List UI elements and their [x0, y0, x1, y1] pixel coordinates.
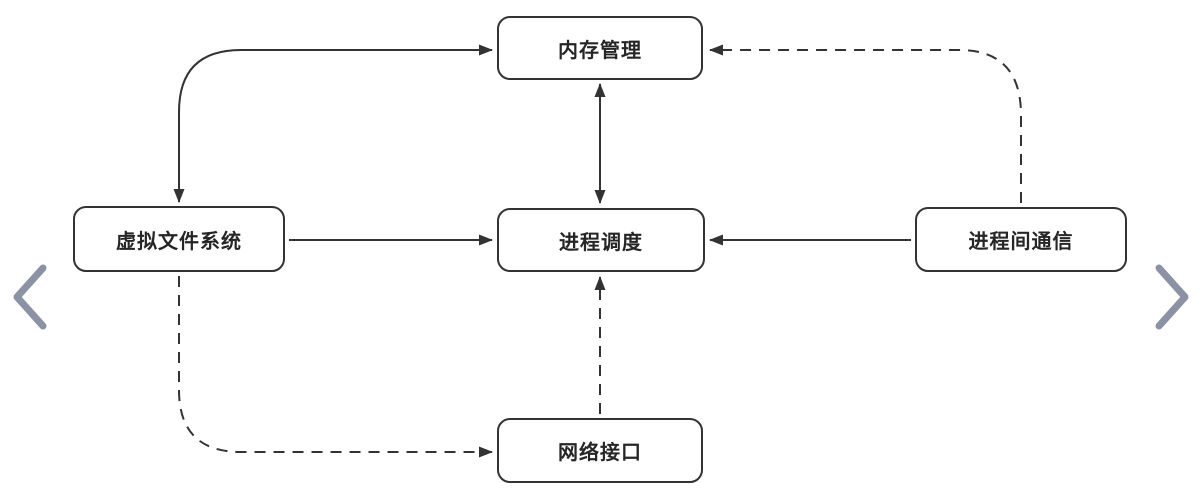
chevron-right-icon	[1155, 264, 1189, 330]
node-network-interface[interactable]: 网络接口	[497, 418, 703, 483]
node-process-scheduler[interactable]: 进程调度	[497, 208, 705, 272]
node-label: 进程调度	[559, 231, 643, 254]
node-inter-process-communication[interactable]: 进程间通信	[915, 207, 1127, 272]
node-label: 虚拟文件系统	[116, 230, 242, 253]
node-label: 内存管理	[558, 39, 642, 62]
node-label: 网络接口	[558, 442, 642, 464]
chevron-left-icon	[13, 264, 47, 330]
node-label: 进程间通信	[968, 231, 1074, 253]
edge-vfs-memory	[173, 44, 493, 203]
edge-vfs-network	[178, 276, 493, 458]
carousel-prev-button[interactable]	[8, 260, 50, 334]
edge-ipc-memory	[709, 44, 1022, 203]
carousel-next-button[interactable]	[1152, 260, 1194, 334]
node-virtual-file-system[interactable]: 虚拟文件系统	[73, 206, 285, 272]
node-memory-management[interactable]: 内存管理	[497, 16, 703, 80]
